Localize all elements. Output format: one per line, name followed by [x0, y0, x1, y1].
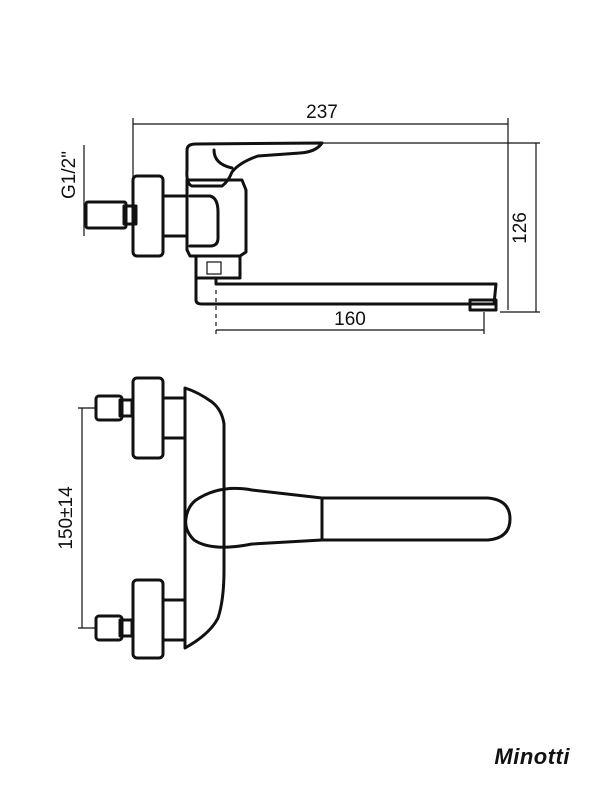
dimension-height: 126: [322, 142, 540, 313]
dimension-inlet-spacing: 150±14: [56, 407, 96, 629]
side-spout: [194, 276, 498, 312]
side-inlet-connector: [84, 174, 189, 258]
dimension-label-150: 150±14: [56, 486, 77, 550]
side-mixer-body: [185, 178, 248, 280]
front-bottom-connector: [94, 578, 187, 660]
side-view: 237 126 G1/2": [59, 102, 540, 334]
dimension-label-160: 160: [334, 309, 366, 330]
front-mixer-body: [183, 386, 226, 650]
dimension-thread: G1/2": [59, 145, 85, 236]
front-top-connector: [94, 376, 187, 460]
front-lever-handle: [184, 486, 512, 549]
dimension-spout-reach: 160: [215, 290, 485, 334]
dimension-label-thread: G1/2": [59, 151, 80, 199]
dimension-label-237: 237: [306, 102, 338, 123]
side-lever-handle: [185, 141, 324, 188]
front-view: 150±14: [56, 376, 512, 660]
dimension-overall-length: 237: [132, 102, 509, 310]
dimension-label-126: 126: [510, 212, 531, 244]
brand-logo: Minotti: [494, 744, 570, 769]
